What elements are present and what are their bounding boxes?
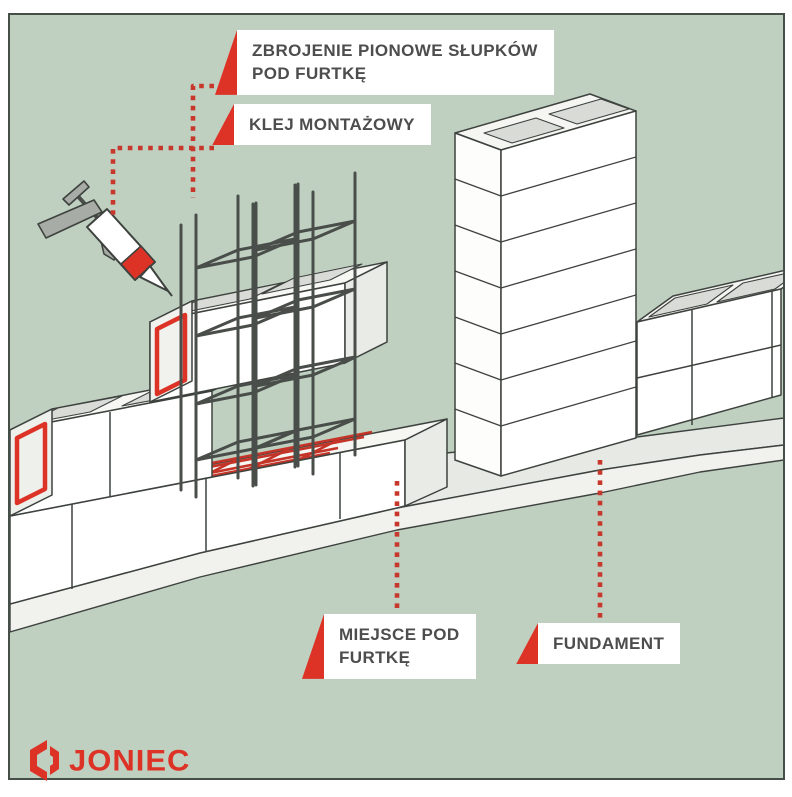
callout-klej-text: KLEJ MONTAŻOWY — [234, 104, 431, 146]
callout-zbrojenie-line1: ZBROJENIE PIONOWE SŁUPKÓW — [252, 41, 538, 60]
joniec-logo-text: JONIEC — [69, 743, 191, 777]
joniec-logo: JONIEC — [20, 738, 190, 782]
caulk-gun-icon — [37, 180, 173, 297]
left-wall-row1-end — [404, 418, 448, 507]
marker-triangle-icon — [215, 30, 237, 95]
block-cell — [483, 117, 565, 144]
left-wall-row2-front — [10, 390, 213, 517]
block-cell — [716, 273, 783, 303]
callout-zbrojenie: ZBROJENIE PIONOWE SŁUPKÓW POD FURTKĘ — [215, 30, 554, 95]
callout-zbrojenie-line2: POD FURTKĘ — [252, 64, 367, 84]
joniec-logo-mark — [30, 740, 59, 781]
callout-zbrojenie-text: ZBROJENIE PIONOWE SŁUPKÓW POD FURTKĘ — [237, 30, 554, 95]
block-cell — [548, 98, 630, 125]
marker-triangle-icon — [302, 614, 324, 679]
glue-square-mark — [14, 421, 48, 506]
dotted-leader-lines — [110, 83, 603, 621]
block-cell — [648, 284, 734, 318]
callout-klej: KLEJ MONTAŻOWY — [212, 104, 431, 146]
gun-cartridge-band — [120, 245, 156, 281]
marker-triangle-icon — [516, 623, 538, 665]
glue-square-mark — [154, 312, 188, 397]
callout-miejsce-line2: FURTKĘ — [339, 648, 411, 668]
gun-nozzle — [139, 265, 169, 292]
leader-klej — [110, 145, 214, 216]
callout-fundament: FUNDAMENT — [516, 623, 681, 665]
marker-triangle-icon — [212, 104, 234, 146]
right-wall — [636, 270, 783, 436]
callout-miejsce-line1: MIEJSCE POD — [339, 625, 460, 644]
gun-handle — [37, 199, 103, 239]
leader-zbrojenie — [190, 83, 214, 198]
gate-post-column — [454, 93, 637, 477]
column-front-face — [500, 110, 637, 477]
callout-miejsce: MIEJSCE POD FURTKĘ — [302, 614, 476, 679]
callout-fundament-text: FUNDAMENT — [538, 623, 681, 665]
callout-miejsce-text: MIEJSCE POD FURTKĘ — [324, 614, 476, 679]
rebar-cages — [179, 171, 357, 499]
left-wall — [10, 261, 448, 605]
column-end-face — [454, 132, 502, 477]
plunger-handle — [62, 180, 90, 206]
